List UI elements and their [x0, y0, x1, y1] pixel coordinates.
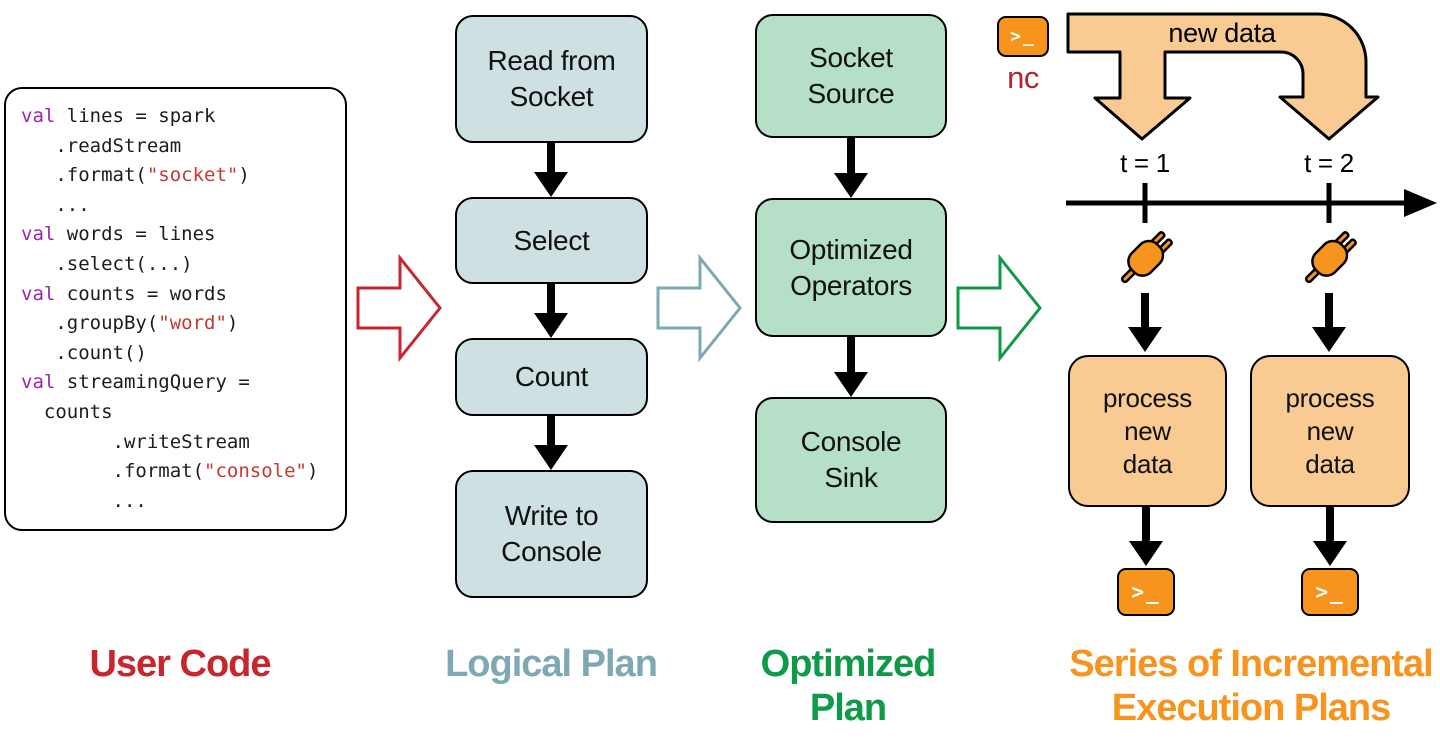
code-line: val counts = words — [21, 282, 227, 305]
optimized-plan-label: Optimized Plan — [638, 642, 1058, 730]
user-code-block: val lines = spark .readStream .format("s… — [4, 87, 347, 531]
logical-box-write-to-console: Write to Console — [455, 470, 648, 598]
optimized-box-optimized-operators: Optimized Operators — [755, 198, 947, 337]
down-arrow — [1128, 293, 1162, 352]
box-line: Optimized — [789, 233, 913, 265]
down-arrow — [1313, 507, 1347, 566]
label-line: Plan — [809, 687, 887, 729]
box-line: Source — [807, 78, 895, 109]
terminal-prompt-glyph: >_ — [1010, 26, 1036, 47]
code-line: val lines = spark — [21, 105, 216, 127]
timeline-label-t1: t = 1 — [1120, 148, 1170, 178]
box-line: process — [1103, 382, 1192, 413]
nc-terminal-icon: >_ — [997, 16, 1049, 57]
box-line: new — [1124, 415, 1171, 446]
code-line: counts — [21, 400, 113, 423]
logical-box-select: Select — [455, 197, 648, 284]
box-line: Sink — [824, 462, 878, 493]
box-line: Count — [514, 361, 589, 392]
down-arrow — [534, 416, 568, 470]
box-line: process — [1285, 382, 1375, 413]
new-data-label: new data — [1168, 18, 1276, 48]
optimized-to-incremental-arrow — [956, 253, 1042, 363]
plug-icon — [1120, 231, 1173, 284]
code-line: val words = lines — [21, 223, 216, 246]
down-arrow — [834, 138, 868, 198]
optimized-box-socket-source: Socket Source — [755, 14, 947, 138]
box-line: Console — [501, 536, 602, 567]
box-line: Write to — [504, 500, 599, 531]
user-code-label: User Code — [89, 643, 271, 685]
logical-to-optimized-arrow — [656, 253, 742, 363]
box-line: Console — [800, 426, 902, 457]
code-line: .groupBy("word") — [21, 312, 239, 335]
down-arrow — [834, 337, 868, 397]
box-line: data — [1122, 448, 1173, 479]
label-line: Optimized — [760, 643, 937, 685]
timeline-arrowhead — [1404, 189, 1437, 217]
incremental-plans-label: Series of Incremental Execution Plans — [1041, 642, 1440, 730]
box-line: Socket — [809, 42, 893, 73]
timeline-label-t2: t = 2 — [1304, 148, 1354, 178]
box-line: Select — [513, 224, 590, 256]
code-line: .format("socket") — [21, 164, 250, 187]
terminal-prompt-glyph: >_ — [1131, 580, 1161, 604]
code-line: .readStream — [21, 134, 182, 157]
code-line: ... — [21, 489, 147, 512]
user-to-logical-arrow — [356, 253, 442, 363]
box-line: Read from — [487, 45, 616, 76]
plug-icon — [1304, 231, 1357, 284]
box-line: Operators — [790, 269, 912, 301]
code-line: val streamingQuery = — [21, 371, 250, 394]
box-line: data — [1305, 448, 1355, 479]
process-new-data-box-t1: process new data — [1068, 355, 1227, 507]
down-arrow — [1129, 507, 1163, 566]
label-line: Series of Incremental — [1069, 643, 1433, 685]
terminal-prompt-glyph: >_ — [1315, 580, 1345, 604]
logical-box-count: Count — [455, 338, 648, 416]
label-line: Execution Plans — [1111, 687, 1392, 729]
code-line: ... — [21, 193, 90, 216]
box-line: new — [1306, 415, 1354, 446]
code-line: .format("console") — [21, 460, 319, 483]
down-arrow — [534, 143, 568, 197]
down-arrow — [534, 284, 568, 338]
new-data-arrow — [1066, 12, 1380, 141]
optimized-box-console-sink: Console Sink — [755, 397, 947, 523]
box-line: Socket — [509, 81, 594, 112]
output-terminal-icon-t2: >_ — [1301, 568, 1359, 616]
logical-plan-label: Logical Plan — [445, 643, 658, 685]
code-line: .select(...) — [21, 252, 193, 275]
nc-label: nc — [1007, 60, 1039, 95]
process-new-data-box-t2: process new data — [1250, 355, 1410, 507]
code-line: .writeStream — [21, 430, 250, 453]
down-arrow — [1312, 293, 1346, 352]
logical-box-read-from-socket: Read from Socket — [455, 15, 648, 143]
output-terminal-icon-t1: >_ — [1117, 568, 1175, 616]
code-line: .count() — [21, 341, 147, 364]
